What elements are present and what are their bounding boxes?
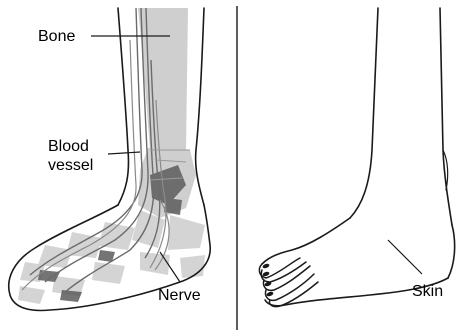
label-blood-vessel-line1: Blood	[48, 138, 89, 155]
skin-foot-top	[262, 218, 350, 264]
label-blood-vessel-line2: vessel	[48, 157, 93, 174]
skin-leader-line	[388, 240, 422, 274]
vessel-leader-line	[108, 152, 140, 154]
inner-foot-panel: Bone Blood vessel Nerve	[9, 8, 210, 310]
skin-leg-back	[350, 8, 378, 218]
leg-outline	[118, 8, 129, 205]
skin-heel	[448, 225, 455, 278]
label-bone: Bone	[38, 28, 75, 45]
label-skin: Skin	[412, 283, 443, 300]
skin-leg-front	[440, 8, 452, 225]
leg-outline-front	[196, 8, 204, 205]
label-nerve: Nerve	[158, 287, 201, 304]
outer-foot-panel: Skin	[259, 8, 454, 307]
